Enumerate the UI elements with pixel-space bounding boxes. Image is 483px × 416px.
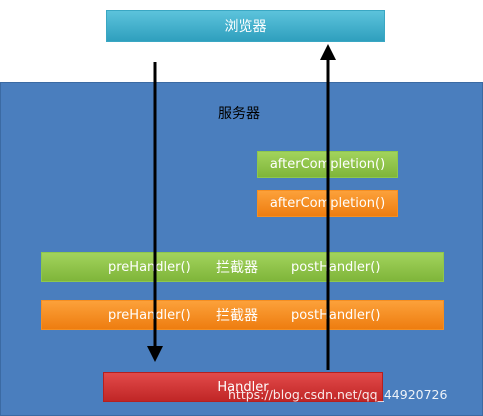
interceptor-bar-green: preHandler() 拦截器 postHandler()	[41, 252, 444, 282]
interceptor-label: 拦截器	[216, 308, 258, 324]
pre-handler-label: preHandler()	[108, 307, 191, 323]
server-label: 服务器	[218, 106, 260, 122]
handler-label: Handler	[217, 379, 269, 395]
watermark: https://blog.csdn.net/qq_44920726	[228, 387, 448, 402]
browser-label: 浏览器	[224, 19, 267, 35]
browser-box: 浏览器	[106, 10, 385, 42]
interceptor-bar-orange: preHandler() 拦截器 postHandler()	[41, 300, 444, 330]
post-handler-label: postHandler()	[291, 259, 381, 275]
request-arrow-down	[147, 62, 163, 362]
handler-box: Handler	[103, 372, 383, 402]
server-container	[0, 82, 483, 416]
post-handler-label: postHandler()	[291, 307, 381, 323]
interceptor-label: 拦截器	[216, 260, 258, 276]
pre-handler-label: preHandler()	[108, 259, 191, 275]
response-arrow-up	[320, 44, 336, 370]
